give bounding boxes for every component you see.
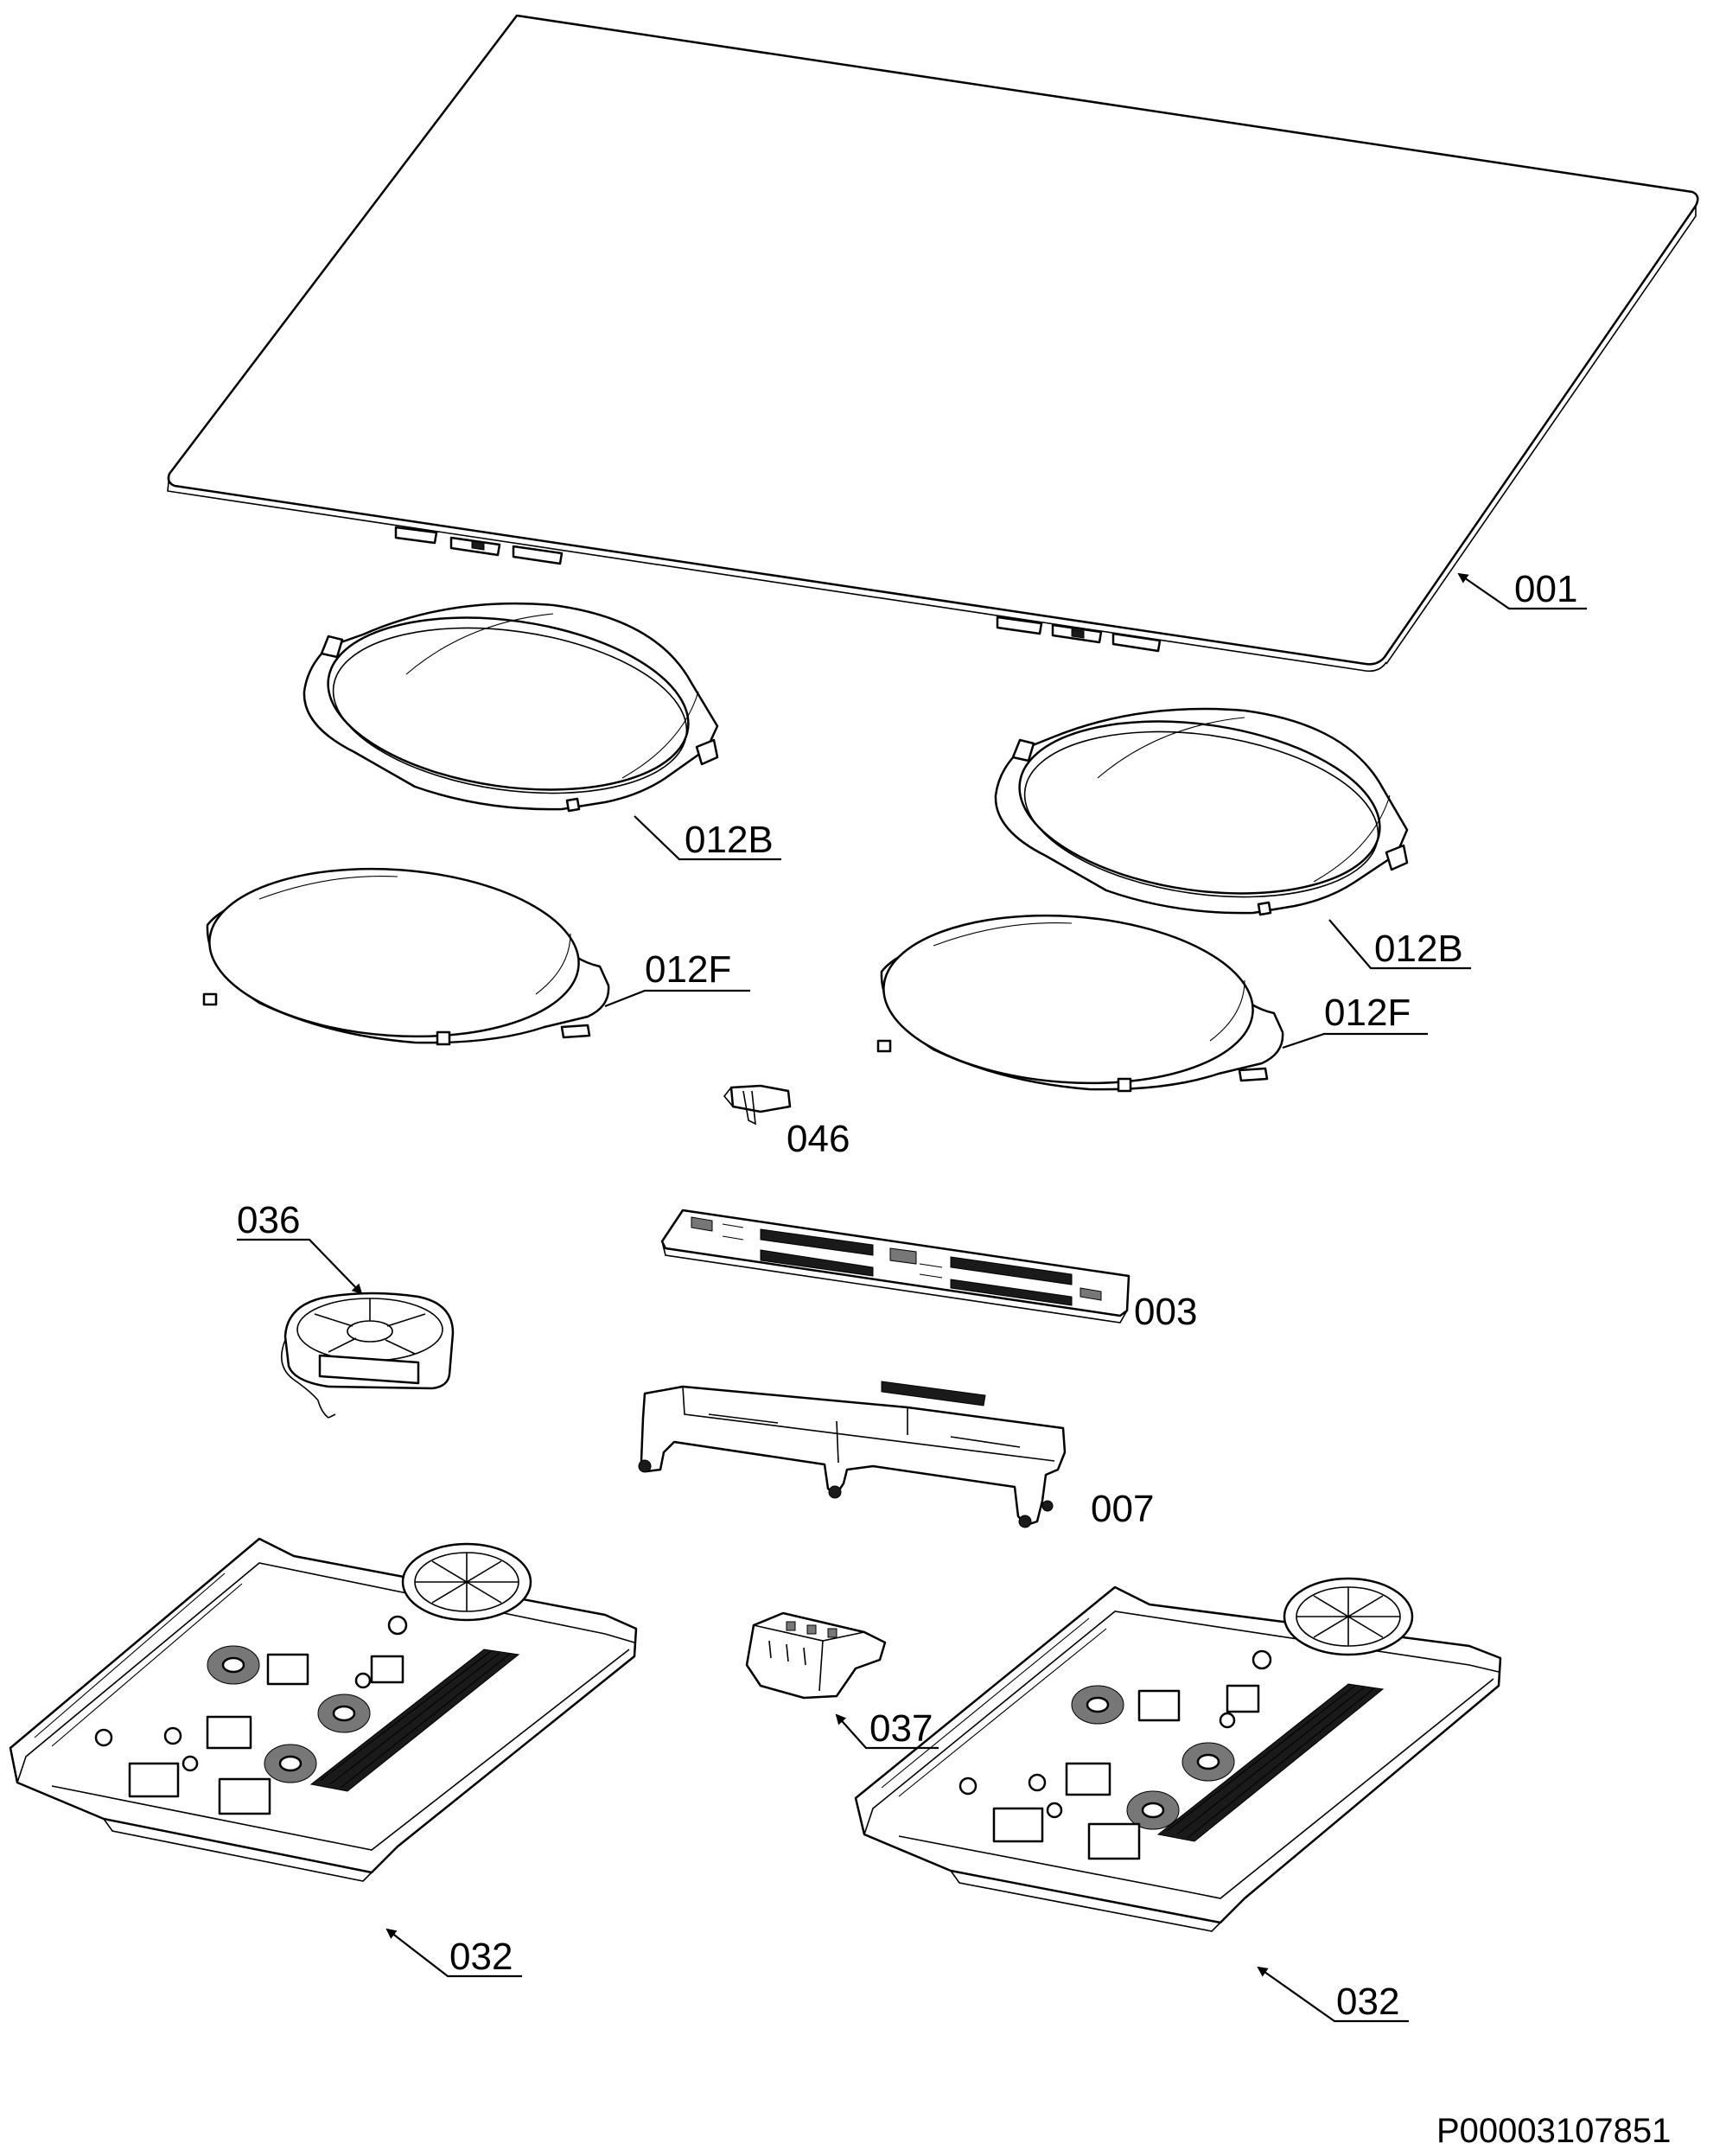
svg-text:003: 003 [1134, 1291, 1197, 1333]
coil-carrier-012F-right [876, 914, 1284, 1093]
coil-carrier-012F-left [202, 867, 610, 1046]
callout-012F-left: 012F [604, 948, 750, 1008]
svg-text:012F: 012F [1324, 992, 1411, 1034]
svg-text:007: 007 [1091, 1488, 1154, 1530]
board-holder-007 [638, 1381, 1067, 1528]
clip-046 [723, 1084, 792, 1126]
control-board-003 [660, 1209, 1130, 1324]
svg-text:012B: 012B [1374, 928, 1463, 970]
callout-046: 046 [787, 1118, 850, 1160]
svg-text:046: 046 [787, 1118, 850, 1160]
callout-036: 036 [237, 1199, 363, 1295]
callout-012F-right: 012F [1282, 992, 1428, 1049]
power-module-032-right [854, 1577, 1502, 1932]
terminal-block-037 [745, 1611, 887, 1700]
svg-text:012B: 012B [685, 819, 774, 861]
callout-032-left: 032 [385, 1928, 522, 1978]
document-id: P00003107851 [1436, 2112, 1671, 2150]
svg-text:032: 032 [449, 1936, 513, 1978]
callout-012B-right: 012B [1328, 919, 1471, 970]
fan-036 [280, 1292, 455, 1419]
svg-text:037: 037 [869, 1707, 933, 1750]
power-module-032-left [9, 1537, 638, 1882]
callout-003: 003 [1134, 1291, 1197, 1333]
svg-text:032: 032 [1336, 1981, 1399, 2023]
coil-carrier-012B-left [303, 602, 719, 813]
glass-top-001 [167, 14, 1699, 673]
svg-text:036: 036 [237, 1199, 300, 1241]
callout-037: 037 [835, 1707, 939, 1750]
callout-001: 001 [1457, 568, 1587, 610]
svg-text:012F: 012F [645, 948, 731, 991]
callout-012B-left: 012B [634, 815, 781, 861]
coil-carrier-012B-right [994, 707, 1409, 916]
callout-032-right: 032 [1257, 1966, 1409, 2023]
callout-007: 007 [1091, 1488, 1154, 1530]
svg-text:001: 001 [1514, 568, 1577, 610]
